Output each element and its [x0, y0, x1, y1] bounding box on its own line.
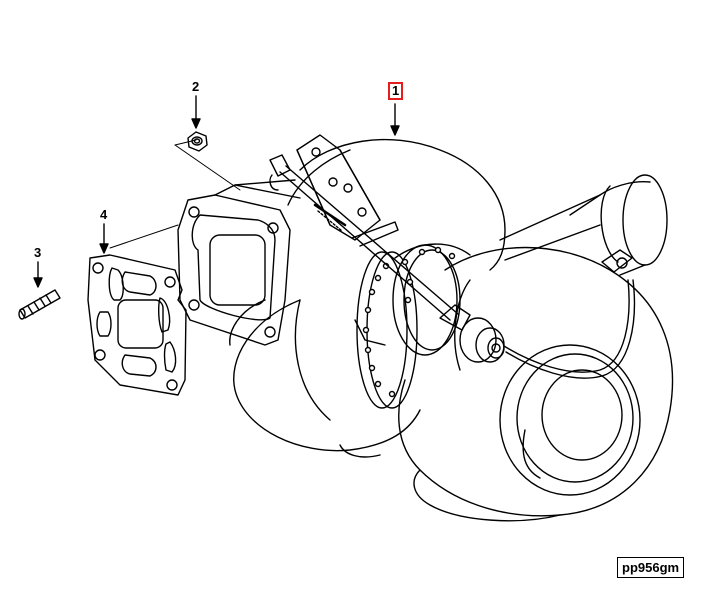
- wastegate-bracket: [269, 134, 459, 321]
- reference-code: pp956gm: [617, 557, 685, 578]
- compressor-housing: [398, 174, 674, 522]
- callout-4[interactable]: 4: [100, 207, 108, 222]
- sensor-cable: [439, 249, 636, 379]
- assembly-lines: [109, 139, 241, 249]
- callout-3[interactable]: 3: [34, 245, 42, 260]
- turbine-inlet-flange: [177, 179, 301, 346]
- leader-arrows: [33, 95, 400, 288]
- turbine-housing: [229, 138, 506, 458]
- callout-1[interactable]: 1: [388, 82, 404, 100]
- nut-part-2: [187, 131, 208, 152]
- callout-2[interactable]: 2: [192, 79, 200, 94]
- stud-part-3: [18, 289, 61, 320]
- center-housing-flange: [354, 243, 471, 409]
- gasket-part-4: [87, 254, 187, 396]
